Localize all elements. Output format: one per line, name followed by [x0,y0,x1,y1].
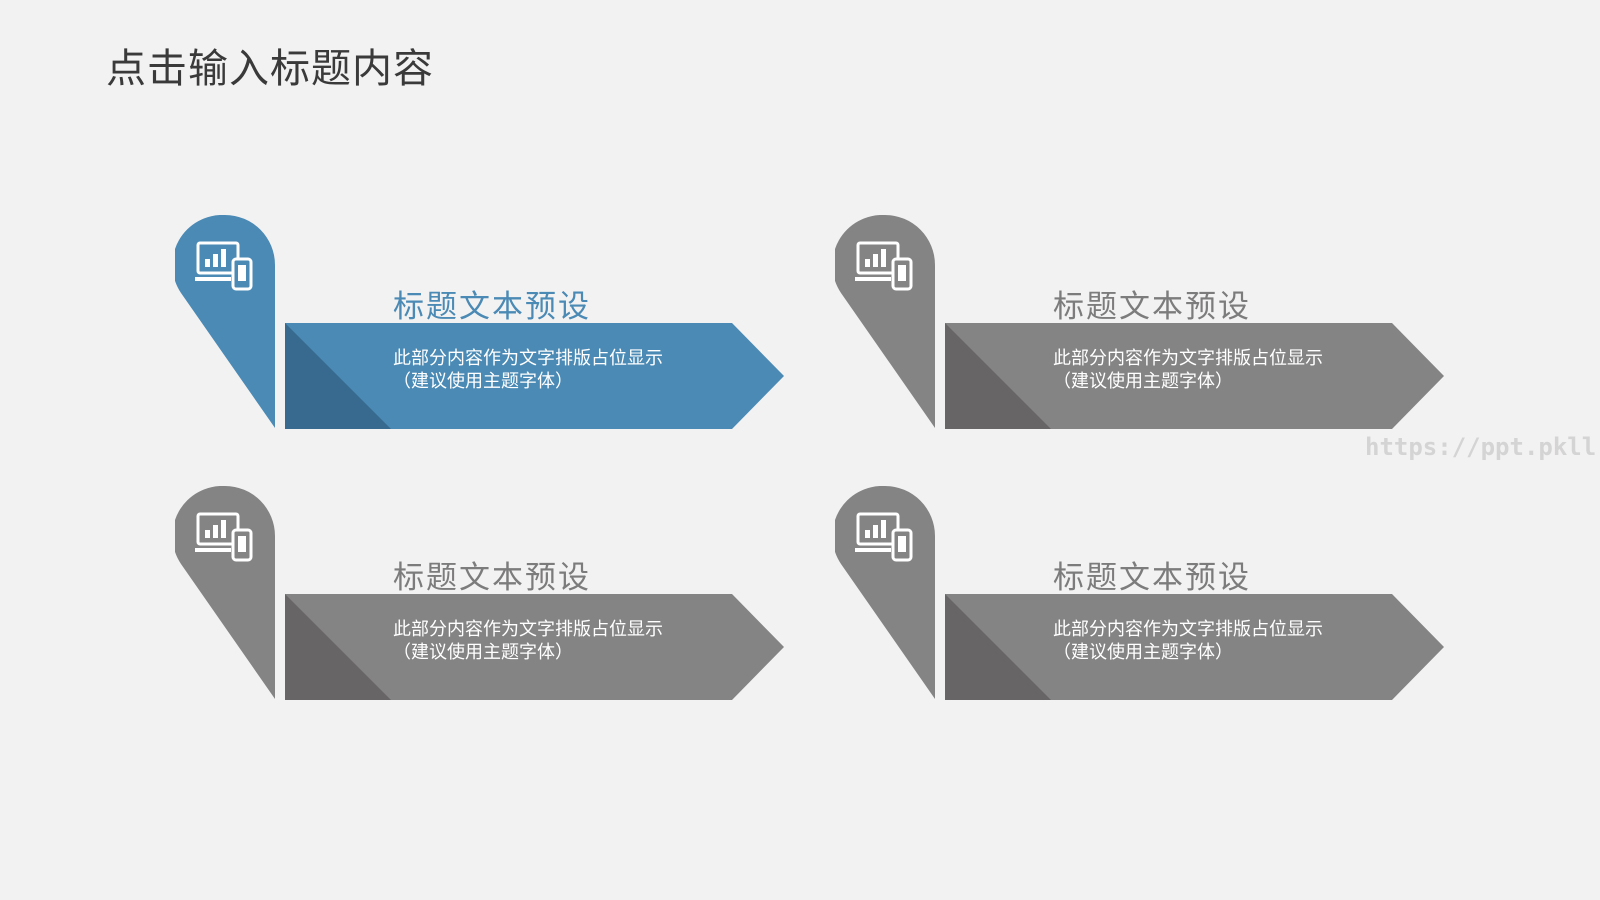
card-shape [175,486,784,700]
arrow-banner [945,594,1444,700]
card-shape [835,215,1444,429]
card-description-line: 此部分内容作为文字排版占位显示 [1053,348,1323,369]
card-1: 标题文本预设此部分内容作为文字排版占位显示（建议使用主题字体） [175,215,815,455]
arrow-banner [285,323,784,429]
devices-chart-icon [195,512,253,562]
slide-title: 点击输入标题内容 [106,46,434,92]
card-title: 标题文本预设 [1053,560,1251,596]
card-title: 标题文本预设 [1053,289,1251,325]
devices-chart-icon [855,241,913,291]
card-description: 此部分内容作为文字排版占位显示（建议使用主题字体） [393,347,683,393]
card-shape [835,486,1444,700]
card-description-note: （建议使用主题字体） [1053,642,1233,663]
card-description: 此部分内容作为文字排版占位显示（建议使用主题字体） [1053,347,1343,393]
card-title: 标题文本预设 [393,560,591,596]
card-description: 此部分内容作为文字排版占位显示（建议使用主题字体） [1053,618,1343,664]
card-description: 此部分内容作为文字排版占位显示（建议使用主题字体） [393,618,683,664]
card-2: 标题文本预设此部分内容作为文字排版占位显示（建议使用主题字体） [835,215,1475,455]
arrow-banner [945,323,1444,429]
arrow-banner [285,594,784,700]
banner-fold [285,323,391,429]
card-3: 标题文本预设此部分内容作为文字排版占位显示（建议使用主题字体） [175,486,815,726]
card-shape [175,215,784,429]
banner-fold [285,594,391,700]
devices-chart-icon [195,241,253,291]
banner-fold [945,594,1051,700]
card-description-line: 此部分内容作为文字排版占位显示 [393,619,663,640]
devices-chart-icon [855,512,913,562]
watermark-text: https://ppt.pkll.de [1365,433,1600,461]
banner-fold [945,323,1051,429]
card-description-note: （建议使用主题字体） [393,371,573,392]
card-description-note: （建议使用主题字体） [393,642,573,663]
card-description-line: 此部分内容作为文字排版占位显示 [1053,619,1323,640]
card-title: 标题文本预设 [393,289,591,325]
card-4: 标题文本预设此部分内容作为文字排版占位显示（建议使用主题字体） [835,486,1475,726]
card-description-line: 此部分内容作为文字排版占位显示 [393,348,663,369]
card-description-note: （建议使用主题字体） [1053,371,1233,392]
